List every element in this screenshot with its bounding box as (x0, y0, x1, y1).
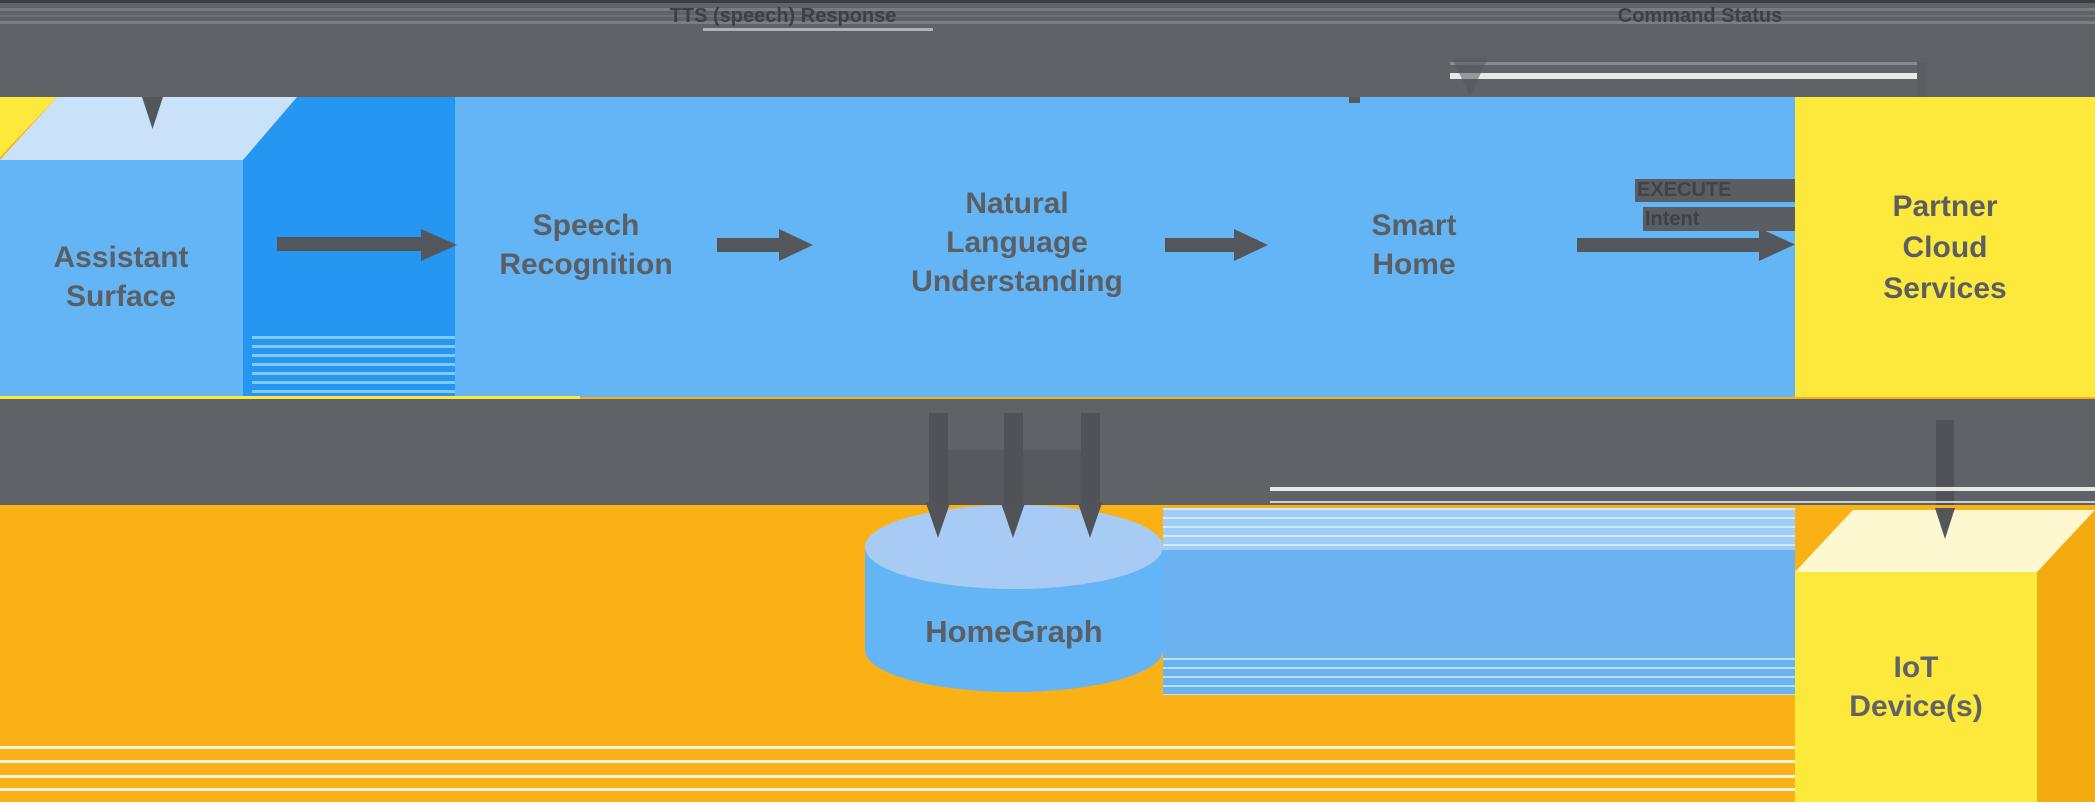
homegraph-cylinder (865, 503, 1163, 692)
homegraph-arrow-shaft (1081, 413, 1100, 505)
yellow-divider-line (0, 396, 580, 399)
nlu-line2: Language (946, 226, 1088, 259)
arrow-smarthome-to-partner (1577, 238, 1761, 252)
assistant-surface-line2: Surface (65, 280, 177, 313)
tts-underline (703, 28, 933, 31)
homegraph-arrow-shaft (1004, 413, 1023, 505)
speech-recognition-line1: Speech (532, 209, 640, 242)
streak-line (0, 746, 2095, 749)
partner-line2: Cloud (1902, 231, 1988, 264)
tts-response-label: TTS (speech) Response (669, 5, 897, 27)
partner-line1: Partner (1892, 190, 1998, 223)
streak-line (0, 760, 2095, 763)
streak-line (0, 788, 2095, 791)
arrow-assistant-to-speech (277, 237, 423, 251)
homegraph-arrow-tip (1001, 503, 1025, 538)
smart-home-label: Smart Home (1294, 206, 1534, 284)
notch-artifact (1349, 97, 1360, 103)
iot-arrow-shaft (1936, 420, 1954, 505)
assistant-surface-label: Assistant Surface (1, 238, 241, 316)
streak-line-bright (1270, 487, 2095, 491)
homegraph-arrow-tip (926, 503, 950, 538)
streak-line (0, 775, 2095, 778)
execute-intent-line1: EXECUTE (1637, 179, 1732, 201)
iot-box-front-face (1795, 572, 2037, 802)
homegraph-arrow-shaft (929, 413, 948, 505)
streak-line (0, 8, 2095, 11)
middle-gray-band (0, 399, 2095, 505)
speech-recognition-line2: Recognition (499, 248, 673, 281)
iot-devices-label: IoT Device(s) (1796, 648, 2036, 726)
nlu-line3: Understanding (911, 265, 1123, 298)
assistant-surface-line1: Assistant (53, 241, 189, 274)
arrow-nlu-to-smarthome (1165, 238, 1236, 252)
deep-blue-streaks (252, 330, 455, 396)
google-assistant-panel (455, 97, 1795, 397)
haze-bottom-streaks (1163, 658, 1795, 695)
assistant-surface-front-face (0, 160, 243, 397)
homegraph-label: HomeGraph (925, 614, 1103, 649)
streak-line-bright (1450, 73, 1917, 79)
vertical-seam (1917, 62, 1927, 97)
execute-intent-line2: Intent (1645, 207, 1700, 230)
partner-cloud-services-label: Partner Cloud Services (1795, 186, 2095, 309)
iot-line2: Device(s) (1849, 690, 1983, 723)
iot-line1: IoT (1893, 651, 1939, 684)
haze-top-streaks-lines (1163, 508, 1795, 550)
band-top-dark-line (0, 0, 2095, 3)
homegraph-arrow-tip (1078, 503, 1102, 538)
speech-recognition-label: Speech Recognition (466, 206, 706, 284)
nlu-line1: Natural (965, 187, 1069, 220)
streak-line (0, 21, 2095, 24)
execute-intent-bar1: EXECUTE (1635, 179, 1795, 202)
smart-home-line1: Smart (1371, 209, 1457, 242)
partner-cloud-services-box (1795, 97, 2095, 397)
streak-line (1450, 62, 1917, 65)
top-gray-band: TTS (speech) Response Command Status (0, 0, 2095, 97)
streak-line (1270, 501, 2095, 503)
arrow-speech-to-nlu (717, 238, 781, 252)
smart-home-line2: Home (1372, 248, 1456, 281)
command-status-label: Command Status (1617, 5, 1783, 27)
bottom-white-strip (0, 802, 2095, 809)
partner-line3: Services (1883, 272, 2007, 305)
streak-line (0, 15, 2095, 17)
execute-intent-bar2: Intent (1643, 207, 1795, 231)
blue-haze-band (1163, 508, 1795, 695)
nlu-label: Natural Language Understanding (877, 184, 1157, 301)
